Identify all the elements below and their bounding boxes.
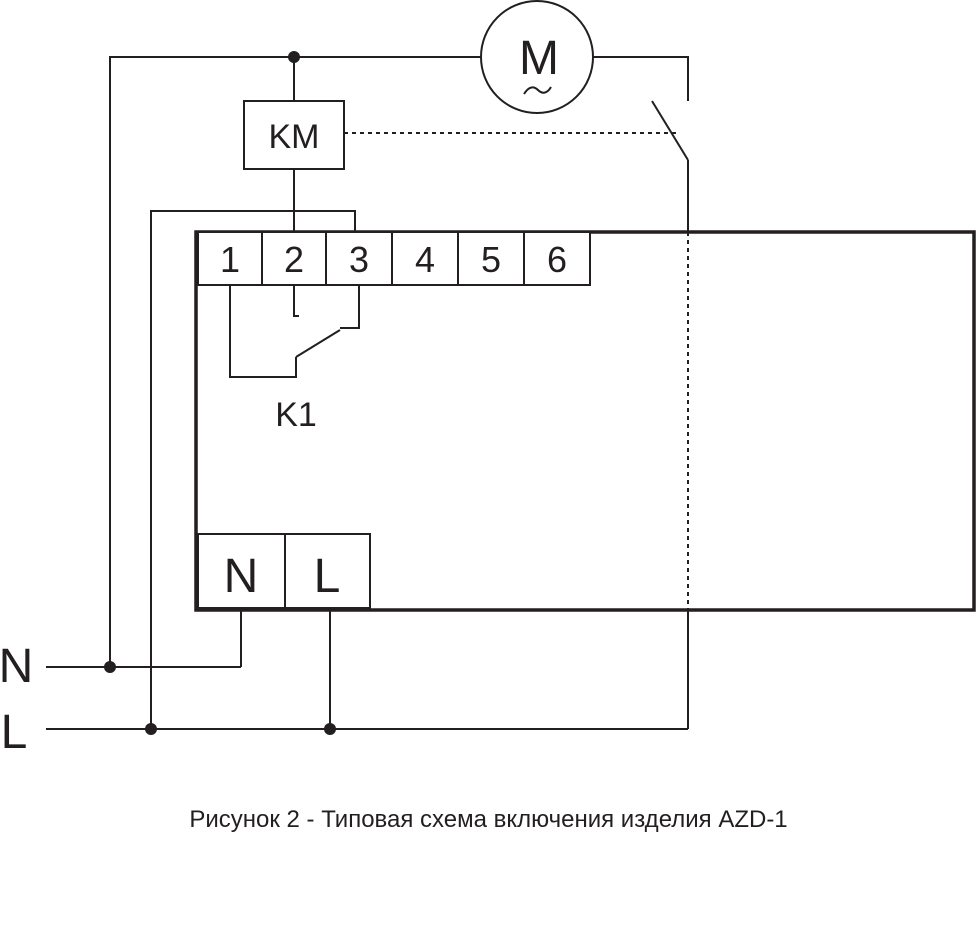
- terminal-4-label: 4: [415, 239, 435, 280]
- phase-line-label: L: [1, 706, 28, 759]
- terminal-6-label: 6: [547, 239, 567, 280]
- wiring: [46, 56, 689, 730]
- contactor-coil: KM: [243, 100, 345, 170]
- motor-ac-symbol: [523, 86, 552, 95]
- motor-label: M: [519, 32, 559, 85]
- terminal-5-label: 5: [481, 239, 501, 280]
- terminal-3-label: 3: [349, 239, 369, 280]
- terminal-l-label: L: [314, 550, 341, 603]
- terminal-1-label: 1: [220, 239, 240, 280]
- terminal-2-label: 2: [284, 239, 304, 280]
- contactor-switch: [651, 100, 689, 161]
- relay-k1-contact: K1: [229, 285, 360, 434]
- contactor-label: KM: [269, 118, 320, 156]
- terminal-n-label: N: [224, 550, 259, 603]
- motor: M: [480, 0, 594, 114]
- figure-caption: Рисунок 2 - Типовая схема включения изде…: [189, 806, 788, 833]
- relay-k1-label: K1: [275, 396, 317, 434]
- power-terminal-block: N L: [197, 533, 371, 609]
- junction-dots: [104, 51, 336, 735]
- top-terminal-block: 1 2 3 4 5 6: [197, 231, 591, 286]
- neutral-line-label: N: [0, 640, 33, 693]
